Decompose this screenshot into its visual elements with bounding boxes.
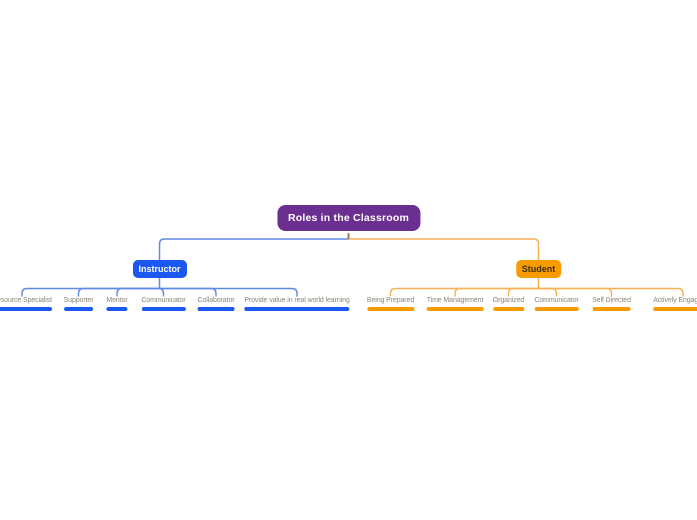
connector-line: [21, 287, 160, 297]
leaf-label: Communicator: [534, 297, 579, 304]
leaf-node-student-1[interactable]: Time Management: [425, 297, 486, 311]
connector-line: [454, 287, 539, 297]
leaf-label: Supporter: [63, 297, 94, 304]
leaf-node-instructor-1[interactable]: Supporter: [62, 297, 96, 311]
leaf-label: Actively Engaged in: [653, 297, 697, 304]
leaf-underline: [197, 307, 235, 311]
leaf-underline: [534, 307, 579, 311]
leaf-underline: [63, 307, 94, 311]
leaf-label: Mentor: [106, 297, 128, 304]
leaf-node-instructor-5[interactable]: Provide value in real world learning: [242, 297, 351, 311]
leaf-node-instructor-2[interactable]: Mentor: [104, 297, 129, 311]
leaf-underline: [106, 307, 128, 311]
leaf-label: Self Directed: [592, 297, 631, 304]
leaf-underline: [653, 307, 697, 311]
leaf-label: Organized: [492, 297, 525, 304]
connector-line: [538, 287, 684, 297]
leaf-underline: [141, 307, 186, 311]
root-node[interactable]: Roles in the Classroom: [276, 205, 421, 231]
leaf-node-student-0[interactable]: Being Prepared: [365, 297, 416, 311]
leaf-label: Provide value in real world learning: [244, 297, 350, 304]
leaf-underline: [492, 307, 525, 311]
leaf-node-instructor-3[interactable]: Communicator: [139, 297, 187, 311]
connector-line: [159, 287, 217, 297]
connector-line: [507, 287, 539, 297]
leaf-underline: [244, 307, 350, 311]
connector-line: [348, 238, 540, 260]
leaf-node-student-4[interactable]: Self Directed: [590, 297, 633, 311]
connector-line: [77, 287, 160, 297]
leaf-node-student-3[interactable]: Communicator: [532, 297, 580, 311]
branch-node-instructor[interactable]: Instructor: [132, 260, 187, 278]
connector-line: [159, 287, 298, 297]
connector-line: [158, 238, 349, 260]
leaf-label: Being Prepared: [366, 297, 415, 304]
branch-node-student[interactable]: Student: [515, 260, 562, 278]
leaf-underline: [592, 307, 631, 311]
leaf-underline: [366, 307, 415, 311]
connector-line: [538, 287, 613, 297]
leaf-label: Resource Specialist: [0, 297, 52, 304]
leaf-label: Collaborator: [197, 297, 235, 304]
connector-line: [158, 287, 165, 297]
leaf-node-instructor-0[interactable]: Resource Specialist: [0, 297, 54, 311]
leaf-underline: [426, 307, 484, 311]
leaf-node-student-5[interactable]: Actively Engaged in: [651, 297, 697, 311]
connector-line: [538, 287, 558, 297]
leaf-label: Time Management: [426, 297, 484, 304]
leaf-node-student-2[interactable]: Organized: [491, 297, 526, 311]
connector-line: [389, 287, 539, 297]
leaf-label: Communicator: [141, 297, 186, 304]
connector-line: [116, 287, 160, 297]
leaf-node-instructor-4[interactable]: Collaborator: [196, 297, 237, 311]
leaf-underline: [0, 307, 52, 311]
